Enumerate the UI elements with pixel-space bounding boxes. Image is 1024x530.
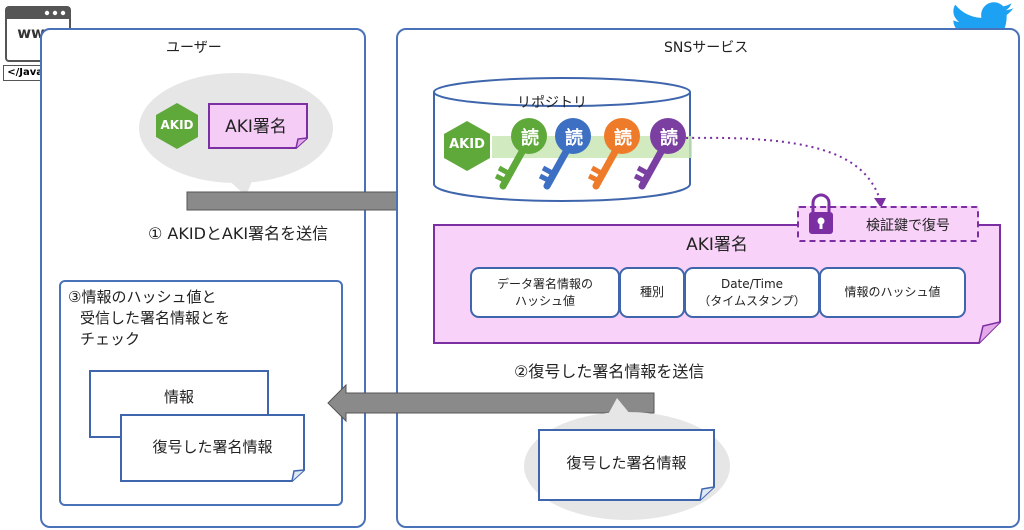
repository-label: リポジトリ xyxy=(517,95,587,111)
verify-key-label: 検証鍵で復号 xyxy=(866,218,950,234)
field-line: （タイムスタンプ） xyxy=(698,293,806,308)
sns-decrypted-signature-doc xyxy=(538,429,715,501)
user-decrypted-signature-label: 復号した署名情報 xyxy=(152,438,273,456)
step3-line-2: 受信した署名情報とを xyxy=(80,309,231,327)
read-key-blue-glyph: 読 xyxy=(565,128,583,149)
step3-line-3: チェック xyxy=(80,330,141,348)
field-info-hash: 情報のハッシュ値 xyxy=(819,267,966,318)
sns-aki-signature-title: AKI署名 xyxy=(686,235,748,255)
field-line: Date/Time xyxy=(720,277,784,292)
step2-label: ②復号した署名情報を送信 xyxy=(514,362,705,381)
return-signature-arrow xyxy=(326,383,656,423)
field-datetime: Date/Time （タイムスタンプ） xyxy=(684,267,820,318)
read-key-green xyxy=(493,116,549,190)
info-doc-label: 情報 xyxy=(163,388,194,406)
repository-akid-hexagon xyxy=(442,120,492,172)
read-key-blue xyxy=(537,116,593,190)
repository-akid-label: AKID xyxy=(449,137,485,152)
user-aki-signature-doc xyxy=(208,103,308,149)
sns-panel-title: SNSサービス xyxy=(664,40,749,56)
read-key-green-glyph: 読 xyxy=(521,128,539,149)
send-akid-arrow xyxy=(186,182,424,220)
user-decrypted-signature-doc xyxy=(120,414,305,482)
user-panel-title: ユーザー xyxy=(166,40,222,56)
user-akid-hexagon xyxy=(154,102,200,150)
read-key-orange xyxy=(586,116,642,190)
lock-icon xyxy=(806,192,836,236)
sns-decrypted-signature-label: 復号した署名情報 xyxy=(566,454,687,472)
read-key-orange-glyph: 読 xyxy=(614,128,632,149)
verify-connector xyxy=(684,130,894,210)
step1-label: ① AKIDとAKI署名を送信 xyxy=(148,224,329,243)
field-type: 種別 xyxy=(619,267,685,318)
user-aki-signature-label: AKI署名 xyxy=(225,117,287,137)
field-line: 情報のハッシュ値 xyxy=(844,285,941,300)
step3-line-1: ③情報のハッシュ値と xyxy=(68,288,217,306)
user-akid-label: AKID xyxy=(160,118,194,132)
field-line: データ署名情報の xyxy=(496,277,593,292)
read-key-purple-glyph: 読 xyxy=(660,128,678,149)
read-key-purple xyxy=(632,116,688,190)
field-line: ハッシュ値 xyxy=(514,293,575,308)
field-data-signature-hash: データ署名情報の ハッシュ値 xyxy=(470,267,620,318)
field-line: 種別 xyxy=(639,285,664,300)
